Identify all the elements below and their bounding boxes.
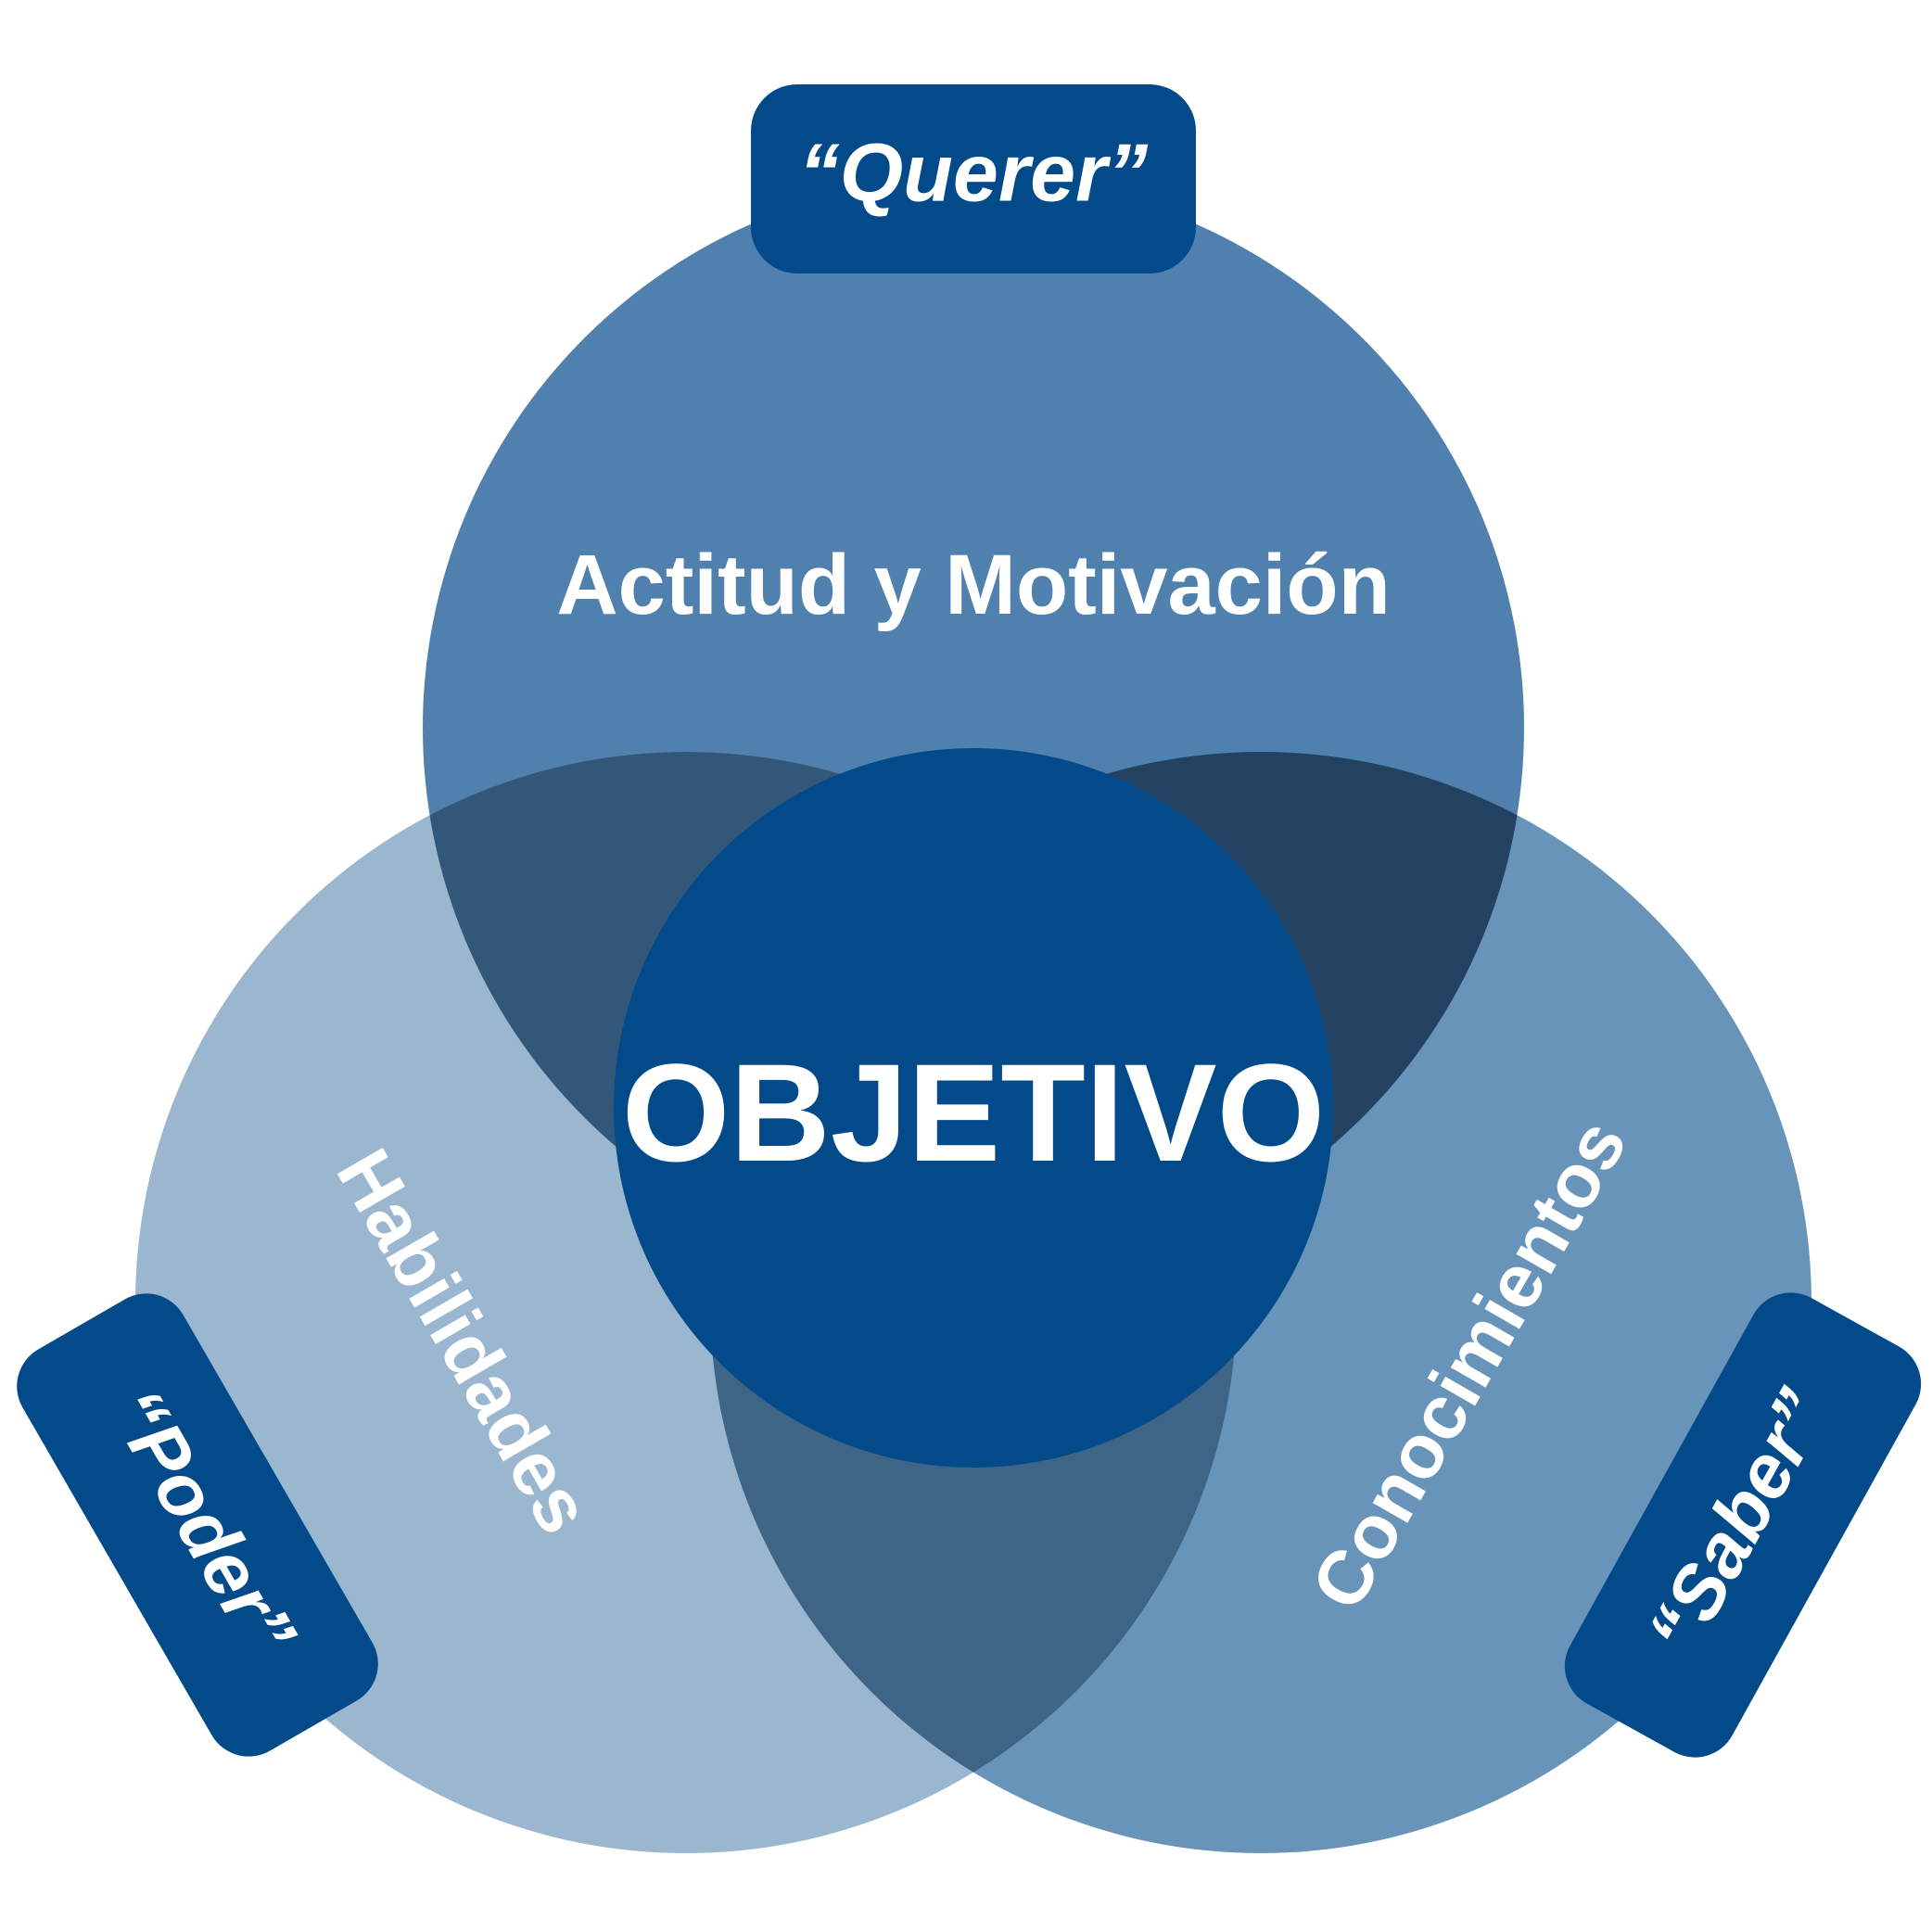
center-label: OBJETIVO [622,1035,1326,1190]
label-actitud-motivacion: Actitud y Motivación [556,538,1391,632]
tag-querer: “Querer” [751,84,1196,273]
tag-querer-label: “Querer” [799,126,1149,218]
center-circle [614,748,1333,1468]
